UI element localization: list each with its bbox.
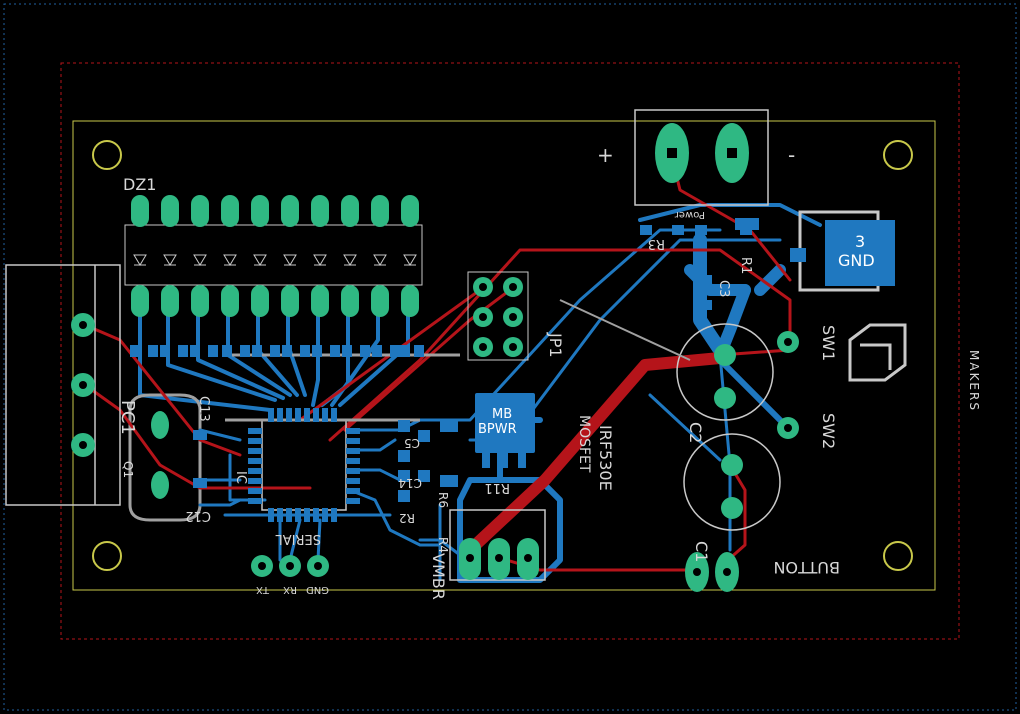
drill-marks (79, 148, 792, 576)
frame-outer (3, 3, 1017, 711)
board-outline (72, 120, 936, 591)
label-button: BUTTON (773, 558, 840, 577)
label-r1: R1 (738, 257, 753, 274)
label-part: IRF530E (596, 425, 615, 491)
label-logo: MAKERS (967, 350, 981, 412)
label-c3: C3 (716, 280, 731, 297)
smd-pads (130, 218, 895, 522)
pads (71, 123, 799, 592)
label-r6: R6 (436, 492, 450, 508)
label-vmbr: VMBR (429, 553, 448, 600)
label-power: Power (674, 209, 705, 220)
label-sw2: SW2 (819, 413, 838, 449)
label-jp1: JP1 (546, 332, 565, 358)
frame-keepout (60, 62, 960, 640)
label-ic: IC (233, 471, 248, 484)
labels: DZ1 + - Power R3 R1 C3 3 GND SW1 SW2 JP1… (117, 143, 981, 600)
label-c13: C13 (196, 396, 211, 422)
label-minus: - (788, 143, 795, 167)
label-c2: C2 (686, 422, 705, 443)
label-r3: R3 (648, 236, 665, 251)
silkscreen (5, 109, 907, 581)
label-mb: MB (492, 407, 512, 422)
label-c1: C1 (692, 541, 711, 562)
label-q1: Q1 (121, 461, 135, 478)
label-plus: + (597, 143, 614, 167)
label-tx: TX (256, 584, 270, 595)
label-mosfet: MOSFET (576, 415, 592, 473)
label-gnd-pad-name: GND (838, 251, 875, 270)
mounting-holes (92, 140, 913, 571)
label-c12: C12 (185, 508, 211, 523)
diode-symbols (133, 254, 417, 266)
label-r4: R4 (436, 537, 450, 553)
label-gnd-pad-num: 3 (855, 232, 865, 251)
label-pc1: PC1 (117, 400, 138, 435)
label-gnd: GND (306, 584, 329, 595)
label-r2: R2 (399, 511, 415, 525)
label-c14: C14 (398, 476, 422, 490)
label-r11: R11 (484, 480, 510, 495)
label-c5: C5 (404, 436, 420, 450)
label-rx: RX (283, 584, 297, 595)
label-serial: SERIAL (275, 531, 321, 546)
label-dz1: DZ1 (123, 175, 156, 194)
label-bpwr: BPWR (478, 422, 517, 437)
label-sw1: SW1 (819, 325, 838, 361)
